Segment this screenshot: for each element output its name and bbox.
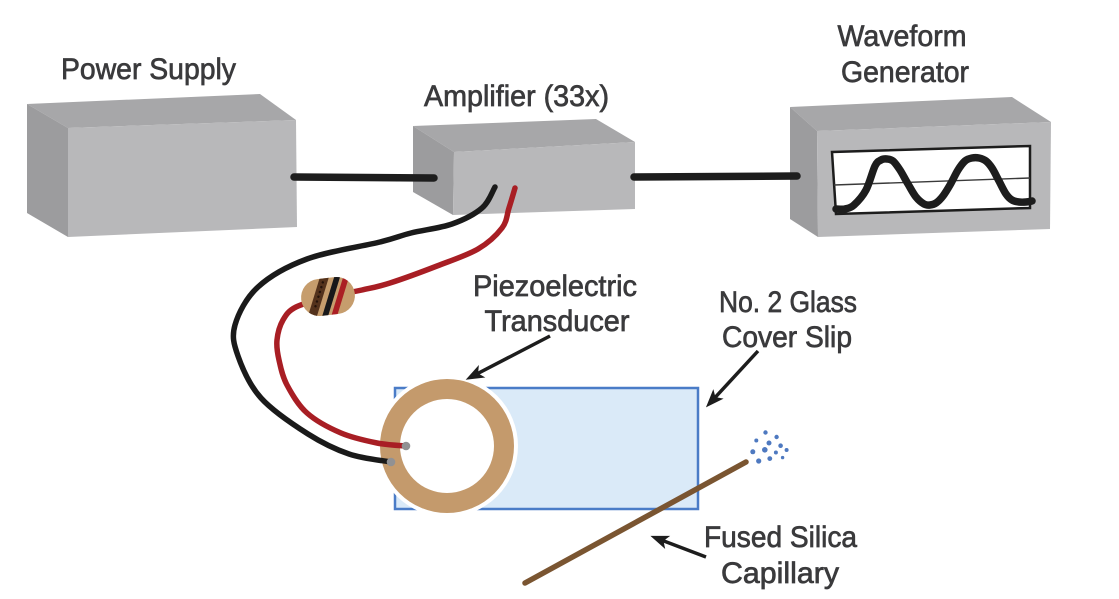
- svg-text:Power Supply: Power Supply: [61, 53, 236, 86]
- svg-text:Waveform: Waveform: [838, 20, 967, 53]
- svg-text:Amplifier (33x): Amplifier (33x): [424, 80, 609, 113]
- svg-text:Transducer: Transducer: [485, 305, 630, 338]
- svg-text:Generator: Generator: [841, 56, 969, 89]
- svg-text:Capillary: Capillary: [721, 557, 839, 590]
- svg-text:Cover Slip: Cover Slip: [722, 321, 852, 354]
- svg-text:Piezoelectric: Piezoelectric: [473, 270, 637, 303]
- svg-text:No. 2 Glass: No. 2 Glass: [719, 286, 857, 319]
- svg-text:Fused Silica: Fused Silica: [704, 521, 857, 554]
